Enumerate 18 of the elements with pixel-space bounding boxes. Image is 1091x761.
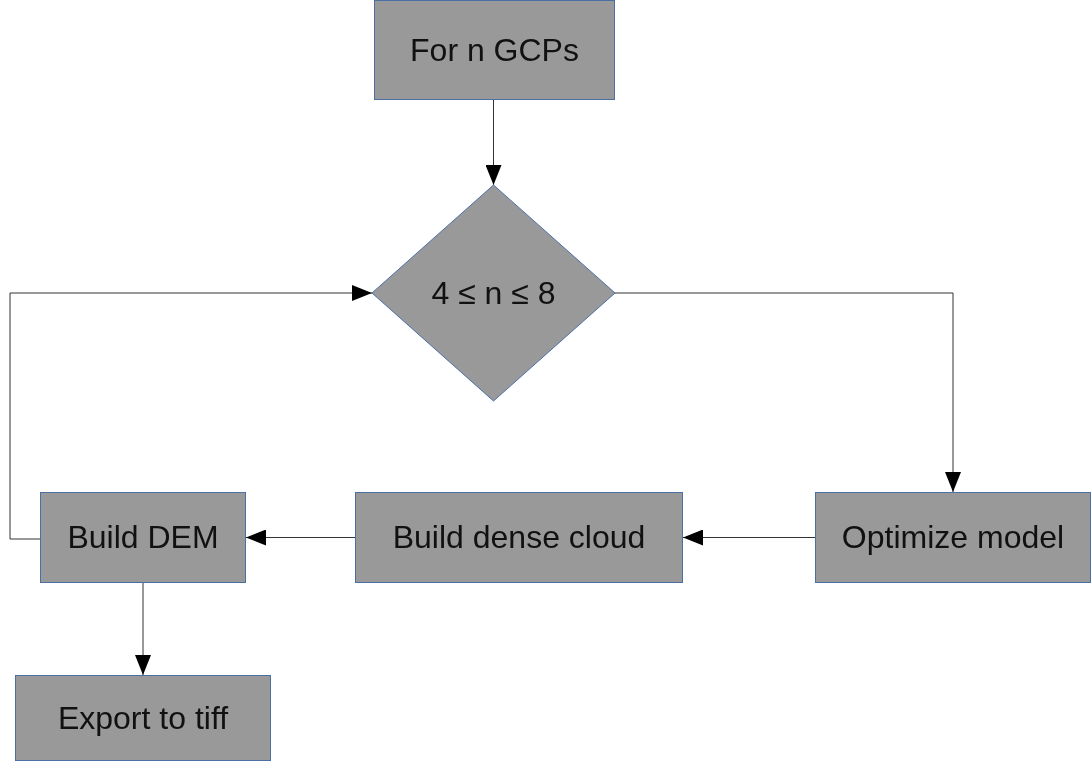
- decision-diamond: [372, 185, 615, 401]
- node-label: For n GCPs: [410, 31, 579, 69]
- arrow: [485, 99, 502, 186]
- node-label: 4 ≤ n ≤ 8: [431, 274, 556, 312]
- arrow: [9, 285, 373, 540]
- arrow: [245, 529, 356, 546]
- node-label: Export to tiff: [57, 699, 229, 737]
- process-box: [374, 0, 615, 100]
- process-box: [15, 675, 271, 761]
- node-label: Build DEM: [67, 519, 219, 556]
- node-label: Optimize model: [841, 519, 1065, 556]
- process-box: [40, 492, 246, 583]
- arrow: [682, 529, 816, 546]
- node-label: Build dense cloud: [392, 519, 646, 556]
- process-box: [815, 492, 1091, 583]
- arrow: [614, 292, 961, 493]
- process-box: [355, 492, 683, 583]
- arrow: [135, 582, 151, 676]
